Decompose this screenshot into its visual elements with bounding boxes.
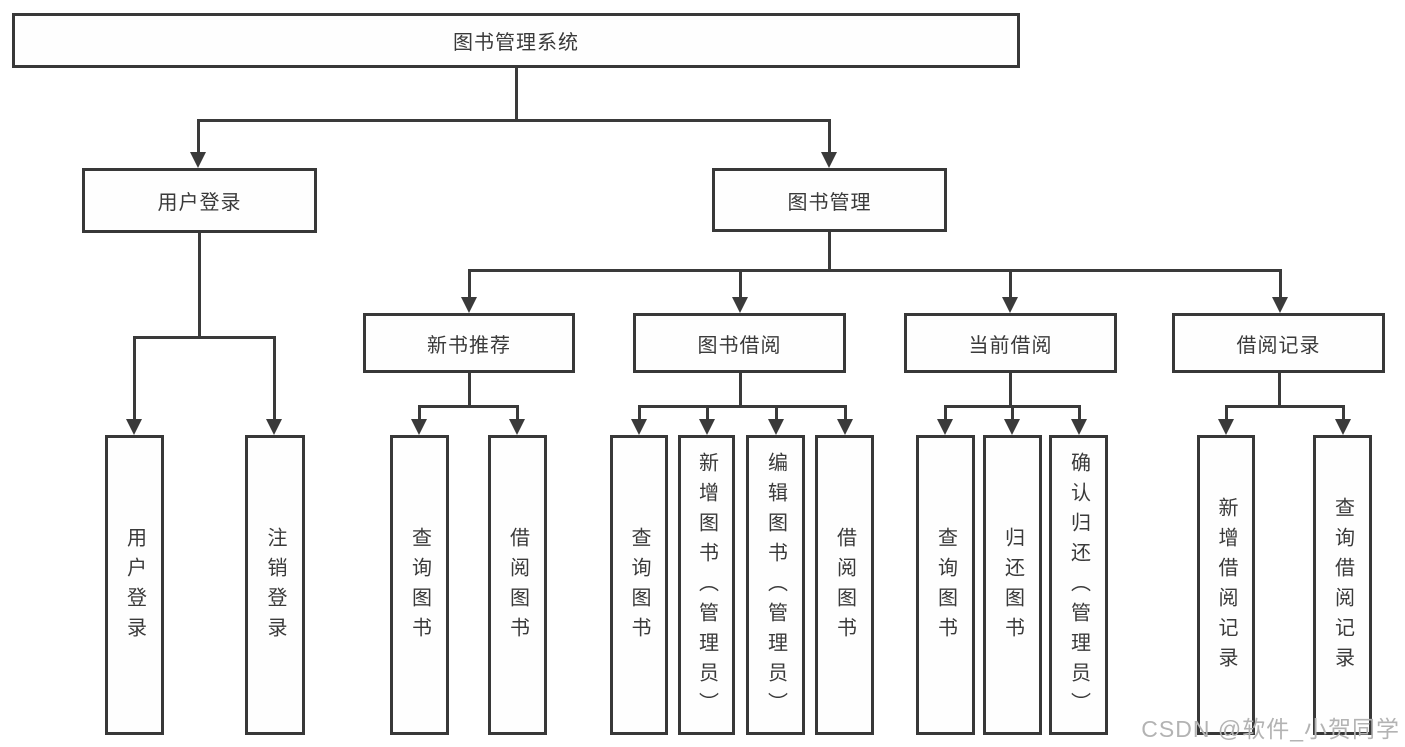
connector-drop-borrowing-records [1279,269,1282,300]
node-leaf-borrow-books: 借阅图书 [815,435,874,735]
connector-newbook-rail [418,405,519,408]
connector-drop-borrow-borrow [844,405,847,421]
arrowhead-book-management [821,152,837,168]
node-leaf-add-borrow-record: 新增借阅记录 [1197,435,1255,735]
connector-drop-book-borrowing [739,269,742,300]
arrowhead-current-return [1004,419,1020,435]
node-borrowing-records: 借阅记录 [1172,313,1385,373]
arrowhead-borrow-add [699,419,715,435]
csdn-watermark: CSDN @软件_小贺同学 [1141,716,1400,742]
node-leaf-query-borrow-record: 查询借阅记录 [1313,435,1372,735]
connector-borrow-stem [739,373,742,408]
node-current-borrowing: 当前借阅 [904,313,1117,373]
connector-drop-record-add [1225,405,1228,421]
connector-drop-borrow-edit [775,405,778,421]
arrowhead-record-query [1335,419,1351,435]
connector-newbook-stem [468,373,471,408]
arrowhead-book-borrowing [732,297,748,313]
connector-drop-book-management [828,119,831,153]
arrowhead-new-book [461,297,477,313]
connector-record-stem [1278,373,1281,408]
connector-drop-current-confirm [1078,405,1081,421]
connector-level3-rail [468,269,1282,272]
connector-root-stem [515,68,518,122]
arrowhead-current-query [937,419,953,435]
connector-bookmgmt-stem [828,232,831,272]
connector-drop-new-book [468,269,471,300]
connector-drop-current-query [944,405,947,421]
arrowhead-leaf-logout [266,419,282,435]
connector-drop-leaf-user-login [133,336,136,421]
arrowhead-borrow-edit [768,419,784,435]
node-leaf-add-book-admin: 新增图书（管理员） [678,435,735,735]
arrowhead-current-borrowing [1002,297,1018,313]
arrowhead-current-confirm [1071,419,1087,435]
node-leaf-return-books: 归还图书 [983,435,1042,735]
node-leaf-query-books-borrow: 查询图书 [610,435,668,735]
node-leaf-query-books-newbook: 查询图书 [390,435,449,735]
node-leaf-edit-book-admin: 编辑图书（管理员） [746,435,805,735]
connector-user-rail [133,336,276,339]
connector-user-stem [198,233,201,338]
connector-drop-borrow-add [706,405,709,421]
node-user-login-branch: 用户登录 [82,168,317,233]
connector-drop-borrow-query [638,405,641,421]
connector-drop-user-login [197,119,200,153]
connector-drop-current-return [1011,405,1014,421]
arrowhead-newbook-borrow [509,419,525,435]
connector-current-stem [1009,373,1012,408]
connector-borrow-rail [638,405,846,408]
connector-drop-newbook-borrow [516,405,519,421]
arrowhead-borrow-borrow [837,419,853,435]
connector-drop-newbook-query [418,405,421,421]
connector-drop-leaf-logout [273,336,276,421]
node-leaf-borrow-books-newbook: 借阅图书 [488,435,547,735]
node-leaf-logout: 注销登录 [245,435,305,735]
arrowhead-user-login [190,152,206,168]
connector-record-rail [1225,405,1344,408]
node-leaf-query-books-current: 查询图书 [916,435,975,735]
arrowhead-leaf-user-login [126,419,142,435]
arrowhead-borrow-query [631,419,647,435]
arrowhead-borrowing-records [1272,297,1288,313]
connector-level1-rail [197,119,831,122]
node-leaf-user-login: 用户登录 [105,435,164,735]
node-new-book-recommend: 新书推荐 [363,313,575,373]
node-library-management-system: 图书管理系统 [12,13,1020,68]
node-book-borrowing: 图书借阅 [633,313,846,373]
arrowhead-newbook-query [411,419,427,435]
node-leaf-confirm-return-admin: 确认归还（管理员） [1049,435,1108,735]
node-book-management: 图书管理 [712,168,947,232]
connector-drop-record-query [1342,405,1345,421]
arrowhead-record-add [1218,419,1234,435]
connector-drop-current-borrowing [1009,269,1012,300]
